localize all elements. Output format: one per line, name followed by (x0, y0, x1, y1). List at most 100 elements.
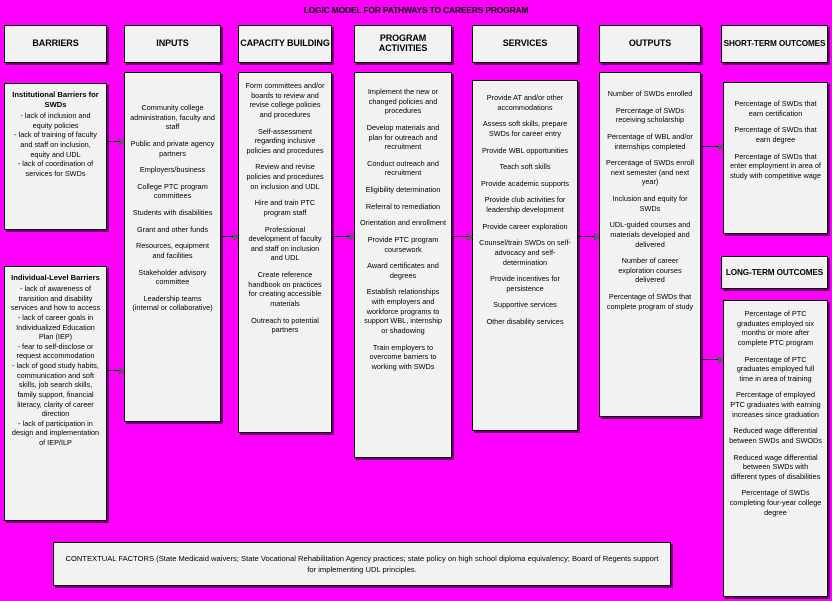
services-item: Provide academic supports (480, 178, 569, 188)
outputs-item: Inclusion and equity for SWDs (612, 194, 688, 213)
inputs-item: College PTC program committees (137, 181, 208, 201)
column-header-barriers-label: BARRIERS (32, 38, 79, 49)
column-header-inputs: INPUTS (124, 25, 221, 63)
page-title: LOGIC MODEL FOR PATHWAYS TO CAREERS PROG… (303, 5, 529, 15)
column-header-outputs: OUTPUTS (599, 25, 701, 63)
outputs-item: Percentage of SWDs that complete program… (606, 292, 694, 311)
barriers-institutional-title: Institutional Barriers for SWDs (12, 90, 99, 110)
barriers-individual-title: Individual-Level Barriers (11, 273, 100, 282)
capacity-building-item: Review and revise policies and procedure… (246, 162, 324, 191)
barriers-individual-item: - lack of good study habits, communicati… (12, 361, 99, 419)
column-header-capacity-building: CAPACITY BUILDING (238, 25, 332, 63)
inputs-item: Public and private agency partners (130, 138, 215, 158)
inputs-item: Leadership teams (internal or collaborat… (132, 293, 213, 313)
contextual-factors-box: CONTEXTUAL FACTORS (State Medicaid waive… (53, 542, 671, 586)
short-term-outcome-item: Percentage of SWDs that enter employment… (730, 151, 821, 180)
barriers-institutional-box: Institutional Barriers for SWDs - lack o… (4, 83, 107, 230)
column-header-outputs-label: OUTPUTS (628, 38, 672, 49)
column-header-barriers: BARRIERS (4, 25, 107, 63)
inputs-item: Community college administration, facult… (130, 103, 215, 132)
inputs-item: Grant and other funds (137, 224, 208, 234)
arrow-capacity-building-to-program-activities (332, 232, 355, 241)
long-term-outcomes-box: Percentage of PTC graduates employed six… (723, 300, 828, 597)
barriers-institutional-item: - lack of training of faculty and staff … (14, 130, 97, 159)
capacity-building-box: Form committees and/or boards to review … (238, 72, 332, 433)
barriers-individual-item: - lack of career goals in Individualized… (16, 312, 95, 342)
inputs-item: Stakeholder advisory committee (138, 267, 207, 287)
arrow-outputs-to-short-term-outcomes (701, 142, 724, 151)
barriers-individual-item: - fear to self-disclose or request accom… (16, 341, 95, 361)
column-header-capacity-building-label: CAPACITY BUILDING (240, 38, 330, 49)
program-activities-item: Provide PTC program coursework (367, 234, 439, 254)
arrow-inputs-to-capacity-building (221, 232, 239, 241)
program-activities-item: Referral to remediation (365, 201, 441, 211)
long-term-outcome-item: Percentage of PTC graduates employed ful… (736, 354, 815, 383)
barriers-institutional-item: - lack of inclusion and equity policies (20, 111, 91, 130)
inputs-item: Students with disabilities (132, 208, 213, 217)
arrow-barriers-individual-to-inputs (107, 366, 125, 375)
column-header-services: SERVICES (472, 25, 578, 63)
arrow-barriers-to-inputs (107, 137, 125, 146)
column-header-long-term-outcomes-label: LONG-TERM OUTCOMES (725, 267, 824, 277)
program-activities-item: Conduct outreach and recruitment (367, 158, 439, 178)
column-header-inputs-label: INPUTS (156, 38, 189, 49)
barriers-individual-item: - lack of awareness of transition and di… (10, 284, 101, 313)
contextual-factors-text: CONTEXTUAL FACTORS (State Medicaid waive… (65, 554, 659, 574)
long-term-outcome-item: Reduced wage differential between SWDs a… (729, 426, 822, 445)
services-item: Teach soft skills (499, 162, 551, 172)
arrow-outputs-to-long-term-outcomes (701, 355, 724, 364)
outputs-item: Percentage of SWDs enroll next semester … (605, 158, 694, 187)
capacity-building-item: Form committees and/or boards to review … (245, 81, 325, 119)
outputs-item: Number of SWDs enrolled (607, 89, 693, 98)
capacity-building-item: Create reference handbook on practices f… (248, 270, 322, 308)
services-item: Provide AT and/or other accommodations (486, 93, 564, 112)
program-activities-item: Train employers to overcome barriers to … (369, 342, 437, 371)
program-activities-item: Implement the new or changed policies an… (367, 87, 439, 116)
capacity-building-item: Professional development of faculty and … (248, 224, 322, 263)
column-header-program-activities-label: PROGRAM ACTIVITIES (378, 33, 428, 53)
column-header-program-activities: PROGRAM ACTIVITIES (354, 25, 452, 63)
services-item: Provide incentives for persistence (490, 274, 560, 293)
program-activities-item: Develop materials and plan for outreach … (366, 122, 440, 152)
program-activities-item: Eligibility determination (365, 185, 441, 194)
barriers-institutional-item: - lack of coordination of services for S… (17, 159, 94, 178)
capacity-building-item: Outreach to potential partners (251, 315, 319, 335)
outputs-item: Percentage of SWDs receiving scholarship (615, 105, 685, 125)
services-box: Provide AT and/or other accommodations A… (472, 80, 578, 431)
program-activities-item: Award certificates and degrees (367, 261, 439, 280)
barriers-individual-item: - lack of participation in design and im… (11, 418, 100, 448)
outputs-item: UDL-guided courses and materials develop… (609, 220, 691, 249)
inputs-box: Community college administration, facult… (124, 72, 221, 422)
long-term-outcome-item: Reduced wage differential between SWDs w… (730, 452, 821, 481)
capacity-building-item: Self-assessment regarding inclusive poli… (246, 126, 324, 155)
services-item: Supportive services (493, 300, 557, 310)
long-term-outcome-item: Percentage of SWDs completing four-year … (729, 488, 822, 517)
column-header-short-term-outcomes: SHORT-TERM OUTCOMES (721, 25, 828, 63)
inputs-item: Resources, equipment and facilities (135, 241, 209, 260)
column-header-services-label: SERVICES (502, 38, 548, 49)
program-activities-item: Orientation and enrollment (360, 218, 446, 228)
services-item: Provide career exploration (482, 221, 568, 231)
column-header-short-term-outcomes-label: SHORT-TERM OUTCOMES (723, 39, 826, 49)
inputs-item: Employers/business (139, 165, 206, 175)
program-activities-box: Implement the new or changed policies an… (354, 72, 452, 458)
services-item: Counsel/train SWDs on self-advocacy and … (479, 238, 571, 267)
column-header-long-term-outcomes: LONG-TERM OUTCOMES (721, 256, 828, 289)
services-item: Provide WBL opportunities (481, 145, 569, 155)
outputs-box: Number of SWDs enrolled Percentage of SW… (599, 72, 701, 417)
program-activities-item: Establish relationships with employers a… (364, 287, 442, 335)
services-item: Assess soft skills, prepare SWDs for car… (482, 119, 568, 138)
arrow-program-activities-to-services (452, 232, 473, 241)
capacity-building-item: Hire and train PTC program staff (254, 198, 316, 217)
long-term-outcome-item: Percentage of employed PTC graduates wit… (730, 390, 821, 419)
services-item: Other disability services (486, 317, 564, 326)
long-term-outcome-item: Percentage of PTC graduates employed six… (736, 309, 815, 347)
outputs-item: Percentage of WBL and/or internships com… (607, 131, 693, 151)
short-term-outcome-item: Percentage of SWDs that earn degree (734, 125, 817, 144)
barriers-individual-box: Individual-Level Barriers - lack of awar… (4, 266, 107, 521)
short-term-outcomes-box: Percentage of SWDs that earn certificati… (723, 82, 828, 234)
arrow-services-to-outputs (578, 232, 600, 241)
outputs-item: Number of career exploration courses del… (618, 256, 682, 285)
services-item: Provide club activities for leadership d… (484, 195, 566, 214)
